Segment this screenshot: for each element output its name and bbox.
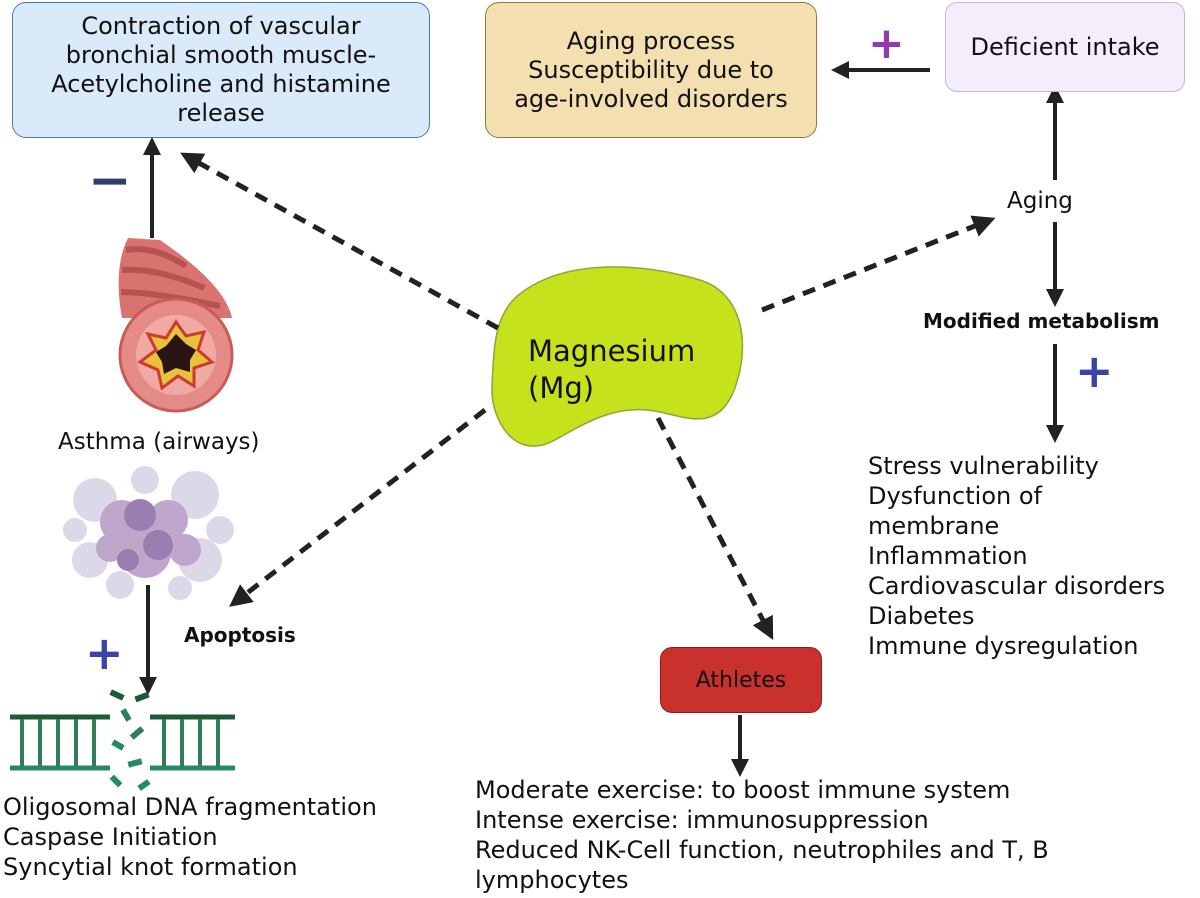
plus-sign-apoptosis: + [85, 626, 124, 680]
dashed-arrow-to-contraction [180, 152, 500, 331]
magnesium-shape [491, 266, 744, 447]
apoptotic-cell-illustration [63, 466, 234, 600]
dashed-arrow-to-athletes [655, 416, 774, 640]
magnesium-label-line2: (Mg) [528, 371, 595, 405]
contraction-text: Contraction of vascular bronchial smooth… [51, 12, 391, 127]
airway-illustration [118, 238, 234, 413]
list-item: Moderate exercise: to boost immune syste… [475, 776, 1011, 804]
aging-process-box: Aging process Susceptibility due to age-… [485, 2, 817, 138]
athletes-text: Athletes [695, 667, 787, 693]
aging-label: Aging [1007, 188, 1073, 214]
magnesium-label-line1: Magnesium [528, 334, 696, 368]
athletes-box: Athletes [660, 647, 822, 713]
asthma-label: Asthma (airways) [58, 429, 260, 455]
list-item: Inflammation [868, 542, 1028, 570]
list-item: Reduced NK-Cell function, neutrophiles a… [475, 836, 1049, 864]
plus-sign-deficient: + [868, 18, 905, 69]
dashed-arrow-to-apoptosis [229, 408, 487, 607]
minus-sign: − [88, 151, 132, 211]
deficient-intake-box: Deficient intake [945, 2, 1185, 92]
dashed-arrow-to-aging [761, 215, 996, 313]
list-item: Dysfunction of [868, 482, 1042, 510]
list-item: Syncytial knot formation [3, 853, 298, 881]
aging-process-text: Aging process Susceptibility due to age-… [514, 26, 788, 113]
contraction-box: Contraction of vascular bronchial smooth… [12, 2, 430, 138]
modified-metabolism-label: Modified metabolism [923, 309, 1160, 333]
age-effects-list: Stress vulnerability Dysfunction of memb… [868, 451, 1165, 661]
dna-fragmentation-illustration [10, 689, 235, 791]
plus-sign-metabolism: + [1075, 344, 1114, 398]
list-item: Oligosomal DNA fragmentation [3, 793, 377, 821]
athlete-effects-list: Moderate exercise: to boost immune syste… [475, 775, 1049, 895]
list-item: membrane [868, 512, 1000, 540]
list-item: Stress vulnerability [868, 452, 1099, 480]
list-item: Diabetes [868, 602, 975, 630]
apoptosis-effects-list: Oligosomal DNA fragmentation Caspase Ini… [3, 792, 377, 882]
apoptosis-label: Apoptosis [184, 623, 296, 647]
list-item: Cardiovascular disorders [868, 572, 1166, 600]
list-item: lymphocytes [475, 866, 629, 894]
list-item: Intense exercise: immunosuppression [475, 806, 929, 834]
list-item: Immune dysregulation [868, 632, 1139, 660]
list-item: Caspase Initiation [3, 823, 218, 851]
magnesium-label: Magnesium (Mg) [528, 333, 695, 407]
deficient-intake-text: Deficient intake [970, 32, 1160, 61]
